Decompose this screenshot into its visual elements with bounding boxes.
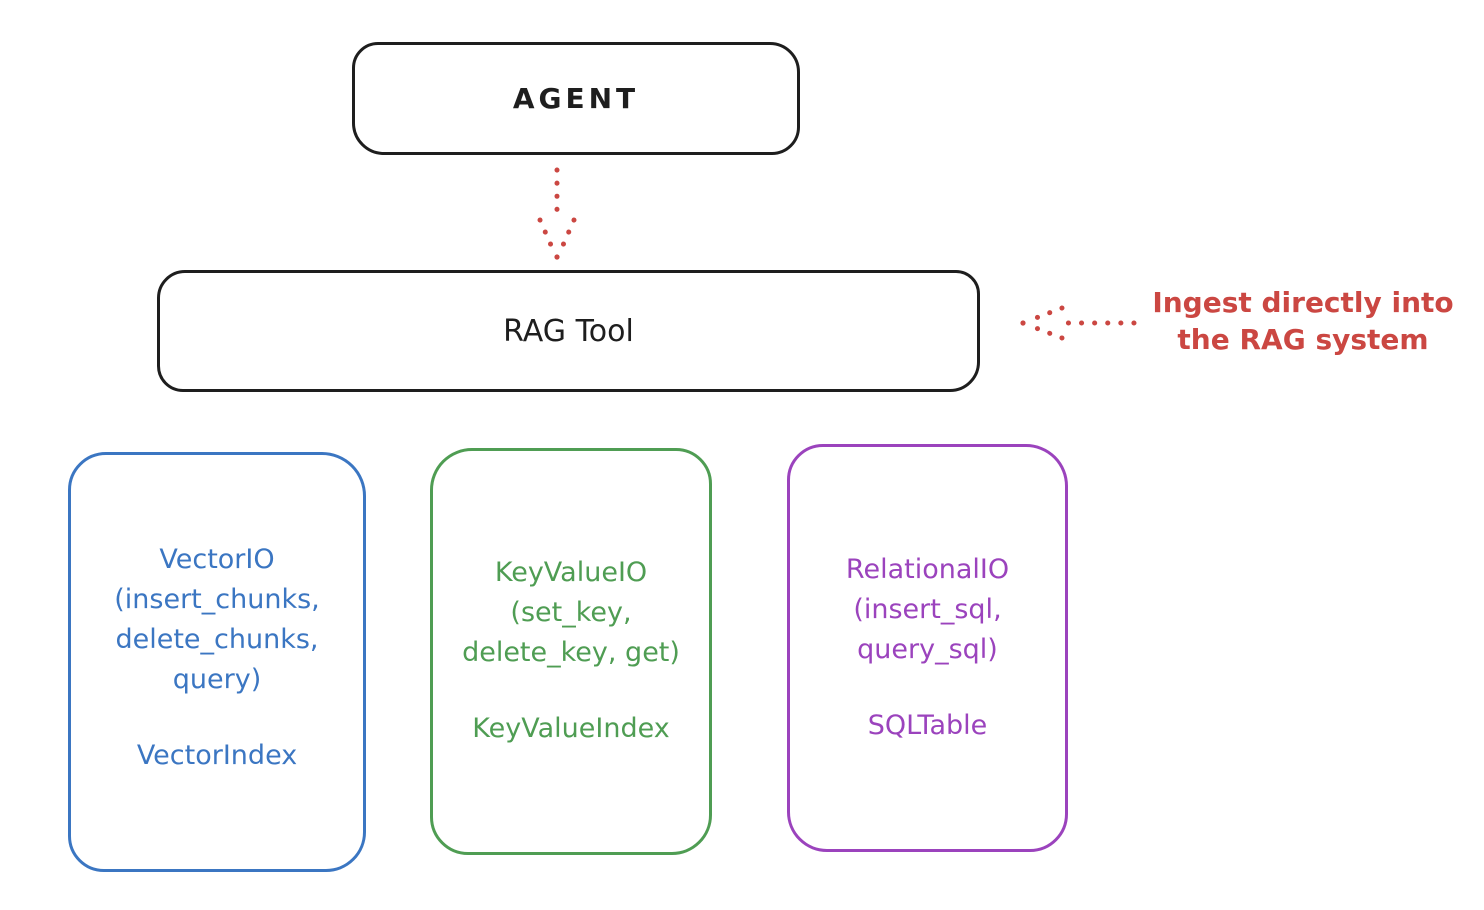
relationalio-text: RelationalIO (insert_sql, query_sql) SQL…	[790, 447, 1065, 746]
relationalio-index-label: SQLTable	[867, 710, 988, 741]
agent-label: AGENT	[512, 82, 640, 115]
rag-tool-node: RAG Tool	[157, 270, 980, 392]
vectorio-ops-line: delete_chunks,	[115, 624, 319, 655]
dotted-down-arrow-icon	[537, 167, 577, 260]
keyvalueio-ops-line: (set_key,	[510, 597, 632, 628]
vectorio-text: VectorIO (insert_chunks, delete_chunks, …	[71, 455, 363, 776]
dotted-left-arrow-icon	[1020, 305, 1137, 341]
ingest-annotation-line2: the RAG system	[1177, 323, 1429, 356]
keyvalueio-node: KeyValueIO (set_key, delete_key, get) Ke…	[430, 448, 712, 855]
keyvalueio-title: KeyValueIO	[494, 557, 648, 588]
spacer	[790, 670, 1065, 706]
agent-node: AGENT	[352, 42, 800, 155]
rag-tool-label: RAG Tool	[503, 313, 634, 349]
vectorio-index-label: VectorIndex	[136, 740, 298, 771]
vectorio-ops-line: (insert_chunks,	[114, 584, 320, 615]
vectorio-title: VectorIO	[159, 544, 275, 575]
spacer	[71, 700, 363, 736]
relationalio-ops-line: query_sql)	[857, 634, 998, 665]
relationalio-node: RelationalIO (insert_sql, query_sql) SQL…	[787, 444, 1068, 852]
relationalio-title: RelationalIO	[845, 554, 1010, 585]
ingest-annotation-line1: Ingest directly into	[1152, 286, 1454, 319]
vectorio-ops-line: query)	[172, 664, 262, 695]
ingest-annotation: Ingest directly into the RAG system	[1128, 284, 1478, 358]
spacer	[433, 673, 709, 709]
relationalio-ops-line: (insert_sql,	[853, 594, 1002, 625]
keyvalueio-text: KeyValueIO (set_key, delete_key, get) Ke…	[433, 451, 709, 749]
keyvalueio-ops-line: delete_key, get)	[462, 637, 680, 668]
vectorio-node: VectorIO (insert_chunks, delete_chunks, …	[68, 452, 366, 872]
keyvalueio-index-label: KeyValueIndex	[472, 713, 670, 744]
